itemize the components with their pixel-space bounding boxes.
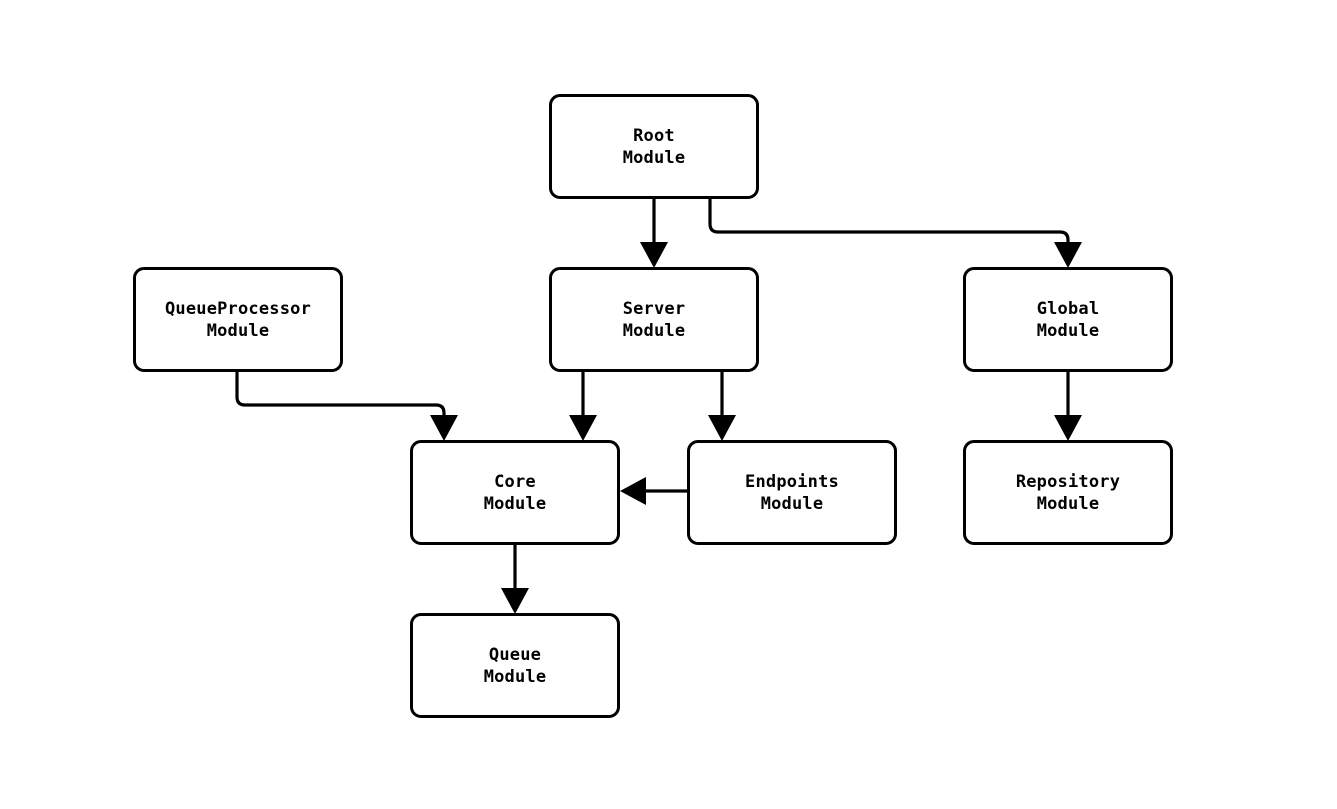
edge-global-to-repository	[1054, 372, 1082, 441]
edge-endpoints-to-core	[620, 477, 687, 505]
node-global-label: Global Module	[1036, 298, 1100, 341]
node-queueprocessor[interactable]: QueueProcessor Module	[133, 267, 343, 372]
node-root[interactable]: Root Module	[549, 94, 759, 199]
node-endpoints[interactable]: Endpoints Module	[687, 440, 897, 545]
node-root-label: Root Module	[622, 125, 686, 168]
node-repository[interactable]: Repository Module	[963, 440, 1173, 545]
edge-server-to-endpoints	[708, 372, 736, 441]
node-queueprocessor-label: QueueProcessor Module	[164, 298, 312, 341]
node-repository-label: Repository Module	[1015, 471, 1121, 514]
node-queue[interactable]: Queue Module	[410, 613, 620, 718]
node-queue-label: Queue Module	[483, 644, 547, 687]
node-endpoints-label: Endpoints Module	[745, 471, 839, 514]
node-core[interactable]: Core Module	[410, 440, 620, 545]
node-global[interactable]: Global Module	[963, 267, 1173, 372]
edge-queueprocessor-to-core	[235, 372, 458, 441]
edge-root-to-server	[640, 199, 668, 268]
edge-root-to-global	[708, 199, 1082, 268]
edge-core-to-queue	[501, 545, 529, 614]
edge-server-to-core	[569, 372, 597, 441]
node-core-label: Core Module	[483, 471, 547, 514]
node-server-label: Server Module	[622, 298, 686, 341]
node-server[interactable]: Server Module	[549, 267, 759, 372]
